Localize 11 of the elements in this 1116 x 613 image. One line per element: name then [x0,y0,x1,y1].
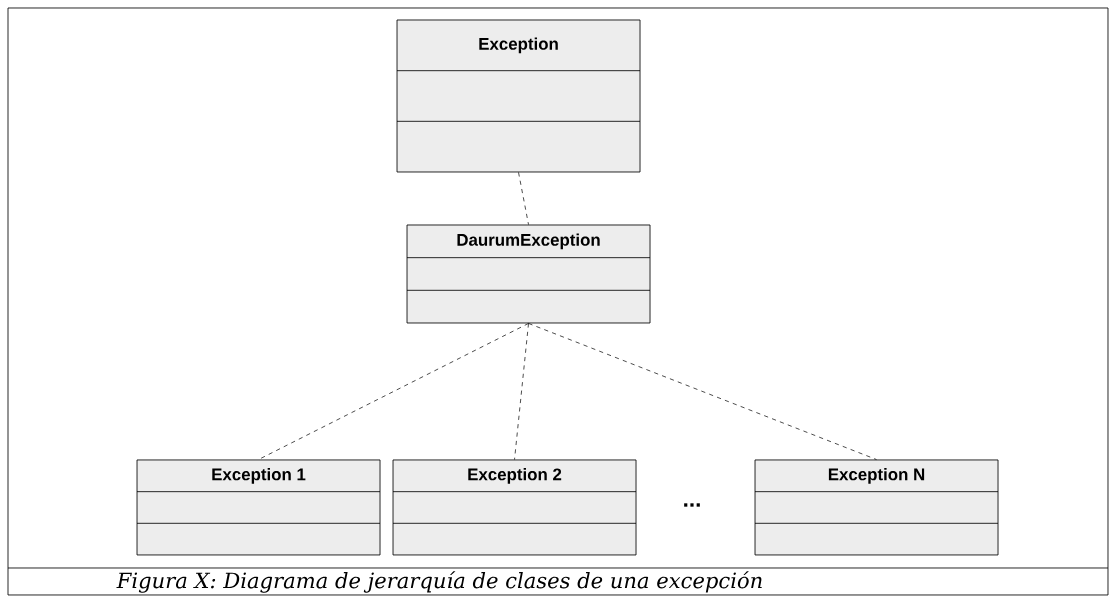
ellipsis: ... [684,503,700,507]
class-box: Exception [396,19,641,173]
class-box: Exception 1 [136,459,381,556]
connector-line [258,323,529,460]
class-box: DaurumException [406,224,651,324]
class-box: Exception N [754,459,999,556]
class-box: Exception 2 [392,459,637,556]
connector-line [528,323,877,460]
caption: Figura X: Diagrama de jerarquía de clases de una excepción [116,571,762,593]
connector-line [518,172,529,225]
connector-line [514,323,529,460]
